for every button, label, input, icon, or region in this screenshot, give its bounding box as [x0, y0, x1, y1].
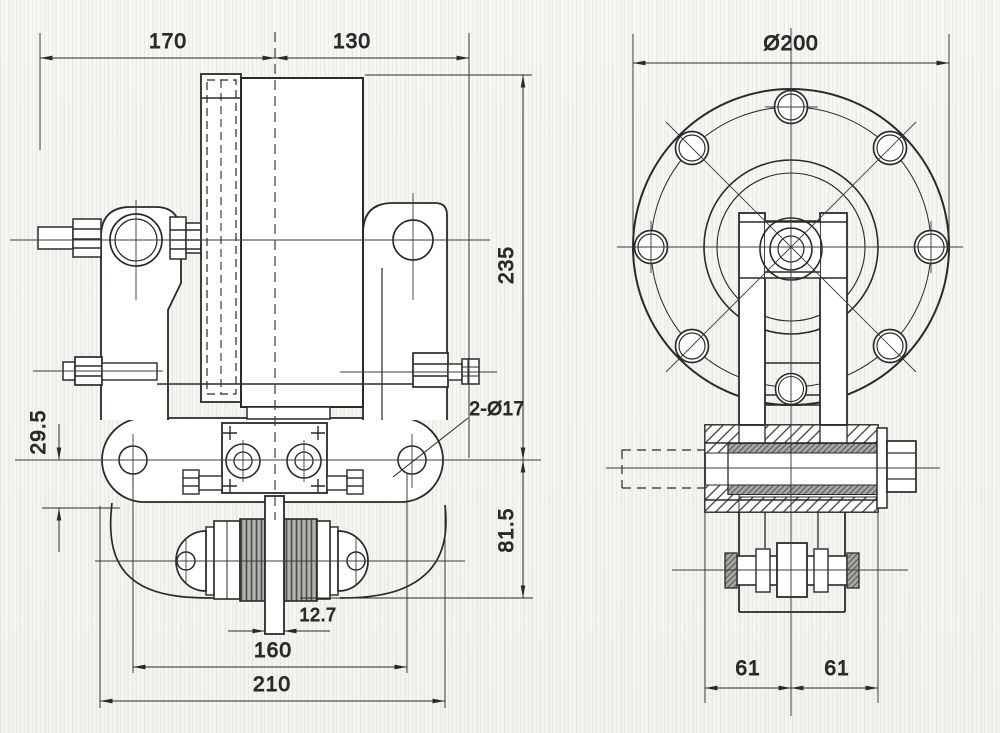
hidden-shaft: [621, 449, 705, 489]
left-arm-curve: [109, 502, 214, 599]
friction-pack-left-striped: [239, 518, 266, 602]
hub-assembly: [621, 424, 917, 513]
friction-pack-right-striped: [283, 518, 318, 602]
dim-hub-61-61: 61 61: [704, 430, 879, 703]
dim-top-widths: 170 130: [39, 30, 470, 458]
side-view: [606, 28, 963, 716]
left-arm: [100, 206, 182, 420]
bushing-strip-bottom: [727, 484, 879, 495]
dim-lower-height-81-5: 81.5: [300, 460, 533, 599]
adjustment-cross-marks: [223, 426, 325, 493]
dim-span-210: 210: [99, 506, 446, 708]
cylinder-foot: [246, 406, 331, 420]
dim-offset-29-5: 29.5: [27, 409, 120, 552]
dim-bar-12-7: 12.7: [228, 605, 337, 634]
base-side-bolts: [182, 469, 364, 495]
pin-cap-left: [724, 552, 738, 589]
dim-label-61-left: 61: [735, 657, 760, 680]
front-centerlines: [10, 32, 541, 584]
side-centerlines: [606, 28, 963, 716]
dim-label-130: 130: [333, 30, 371, 53]
front-view: [10, 32, 541, 635]
left-shaft-assembly: [37, 216, 202, 260]
dim-label-210: 210: [253, 673, 291, 696]
dim-flange-d200: Ø200: [632, 32, 950, 244]
lower-bracket: [724, 512, 860, 613]
fork-lower-joint: [765, 362, 820, 406]
dimensions: 170 130 235 81.5 29.5 12.7: [27, 30, 950, 708]
pin-cap-right: [846, 552, 860, 589]
lower-assembly: [109, 495, 447, 635]
dim-label-d200: Ø200: [763, 32, 818, 55]
cylinder-body: [240, 77, 364, 408]
callout-label-2-d17: 2-Ø17: [469, 399, 524, 420]
dim-label-12-7: 12.7: [299, 605, 336, 625]
dim-label-235: 235: [495, 246, 518, 284]
dim-label-81-5: 81.5: [495, 508, 518, 553]
dim-label-170: 170: [149, 30, 187, 53]
dim-span-160: 160: [132, 473, 408, 673]
callout-2-holes: 2-Ø17: [392, 399, 525, 478]
dim-label-160: 160: [254, 639, 292, 662]
dim-label-61-right: 61: [824, 657, 849, 680]
bushing-strip-top: [727, 443, 879, 454]
dim-height-235: 235: [365, 74, 532, 460]
solenoid-cylinder: [157, 73, 447, 420]
dim-label-29-5: 29.5: [27, 410, 50, 455]
friction-pack-right-plain: [316, 520, 331, 600]
